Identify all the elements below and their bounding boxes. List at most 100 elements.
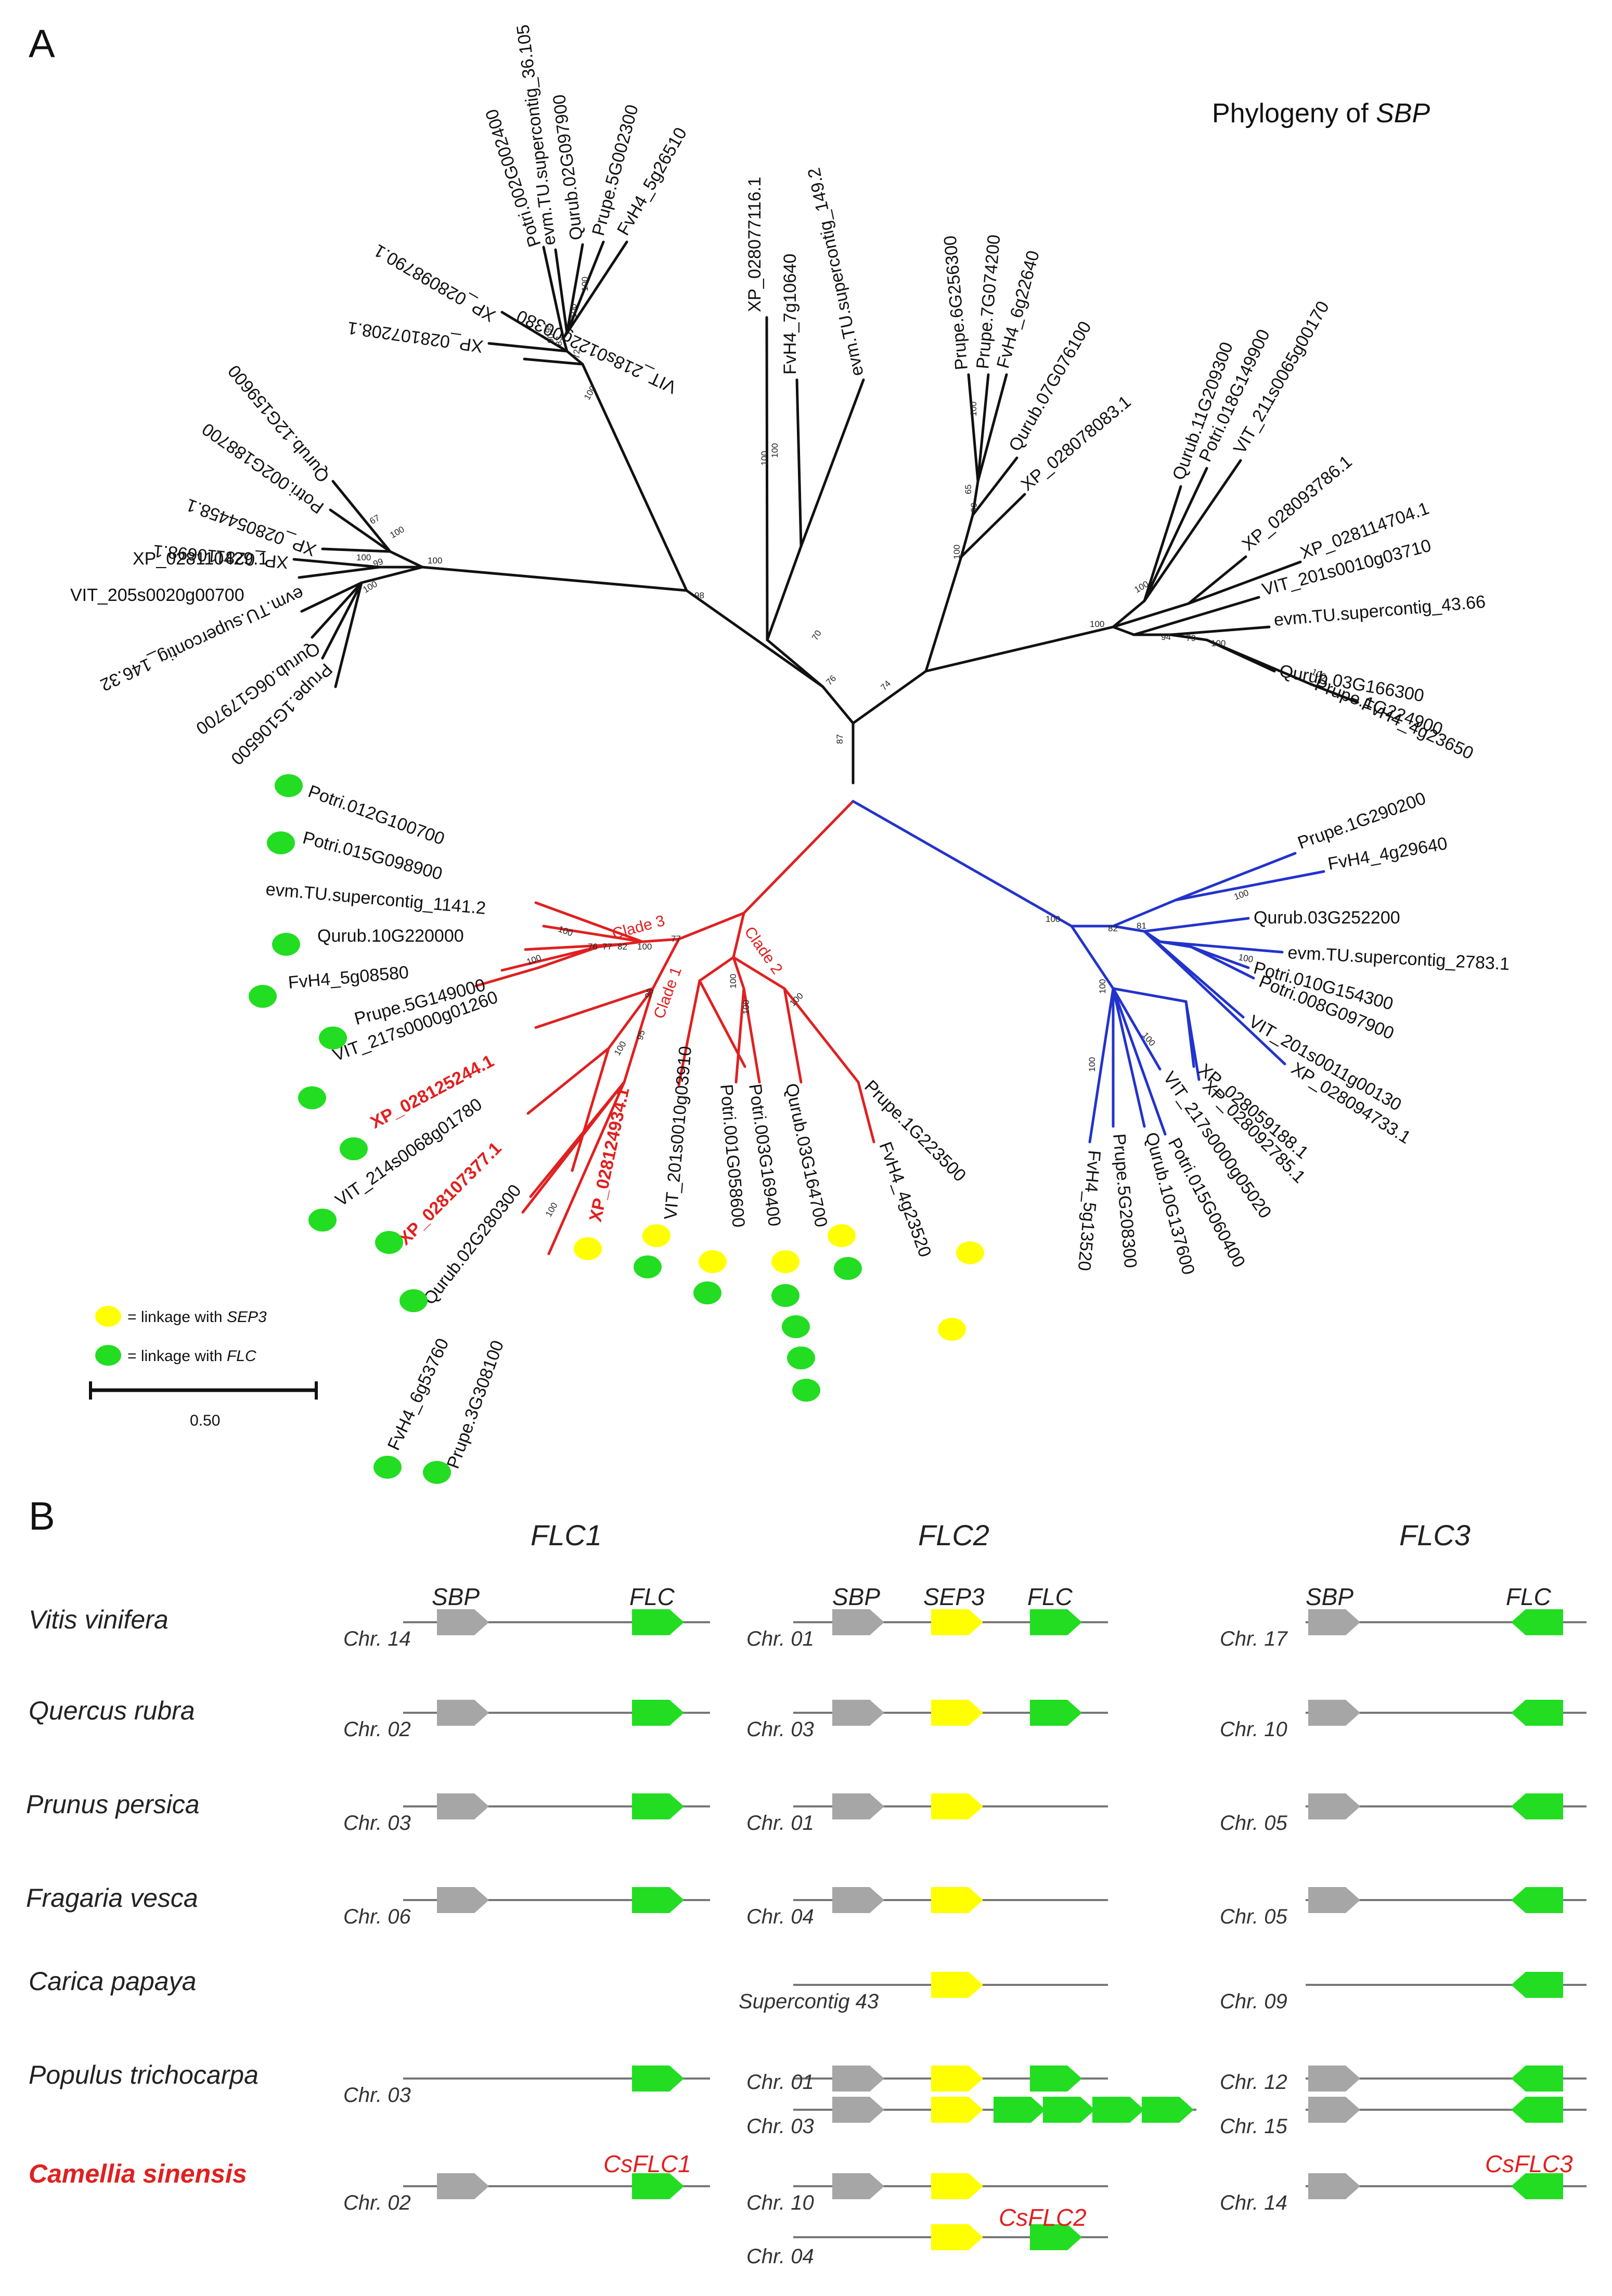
sbp-gene: [1308, 1609, 1360, 1635]
svg-text:100: 100: [1237, 952, 1254, 965]
chromosome-label: Chr. 06: [343, 1905, 411, 1928]
flc-gene: [1030, 2066, 1082, 2092]
svg-text:100: 100: [1140, 1030, 1157, 1048]
sbp-gene: [832, 1887, 884, 1913]
svg-text:99: 99: [969, 503, 979, 512]
svg-text:SBP: SBP: [432, 1583, 480, 1610]
taxon-label: FvH4_5g08580: [287, 963, 409, 993]
svg-text:Populus trichocarpa: Populus trichocarpa: [29, 2060, 259, 2089]
svg-text:81: 81: [1137, 921, 1146, 931]
flc-linkage-dot: [399, 1289, 428, 1312]
flc-gene: [1030, 1700, 1082, 1726]
chromosome-label: Chr. 05: [1220, 1905, 1287, 1928]
svg-text:100: 100: [728, 974, 738, 989]
flc-gene: [1511, 1972, 1563, 1998]
sbp-gene: [832, 2097, 884, 2123]
blue-clade: [852, 800, 1325, 1144]
black-taxa: evm.TU.supercontig_36.105 Qurub.02G09790…: [70, 23, 1486, 768]
sep3-gene: [931, 2097, 983, 2123]
branch-black-ul-top: [581, 363, 688, 592]
taxon-label: FvH4_7g10640: [780, 253, 800, 375]
svg-text:100: 100: [428, 556, 442, 566]
flc-gene: [994, 2097, 1046, 2123]
flc-linkage-dot: [375, 1231, 403, 1254]
chromosome-label: Supercontig 43: [739, 1990, 879, 2013]
sbp-gene: [832, 1700, 884, 1726]
svg-text:82: 82: [617, 942, 627, 952]
svg-text:67: 67: [368, 513, 382, 527]
chromosome-label: Chr. 10: [746, 2191, 814, 2214]
svg-text:94: 94: [1161, 632, 1171, 642]
taxon-label: Qurub.03G252200: [1254, 908, 1400, 928]
svg-text:100: 100: [525, 953, 543, 967]
svg-text:100: 100: [1046, 914, 1060, 924]
clade-2-label: Clade 2: [741, 923, 785, 978]
svg-text:100: 100: [637, 942, 652, 952]
flc-linkage-dot: [634, 1255, 662, 1278]
svg-text:Vitis vinifera: Vitis vinifera: [29, 1605, 169, 1634]
svg-text:65: 65: [963, 484, 973, 494]
linkage-dots: [249, 774, 984, 1484]
chromosome-label: Chr. 03: [343, 2084, 411, 2107]
svg-text:100: 100: [1090, 619, 1104, 629]
chromosome-label: Chr. 01: [746, 1812, 814, 1835]
legend-flc-swatch: [95, 1345, 121, 1366]
taxon-label: VIT_218s0122g00380: [513, 306, 679, 397]
flc-linkage-dot: [319, 1027, 347, 1049]
chromosome-label: Chr. 14: [1220, 2191, 1287, 2214]
flc-linkage-dot: [771, 1284, 799, 1307]
sep3-linkage-dot: [642, 1224, 670, 1247]
flc-gene: [1030, 1609, 1082, 1635]
svg-text:FLC: FLC: [1506, 1583, 1552, 1610]
flc-gene: [1043, 2097, 1095, 2123]
svg-text:FLC: FLC: [629, 1583, 675, 1610]
sbp-gene: [832, 2173, 884, 2199]
sep3-gene: [931, 2224, 983, 2250]
flc-gene: [1511, 1887, 1563, 1913]
flc-gene: [1511, 2173, 1563, 2199]
svg-text:83: 83: [554, 336, 564, 346]
sbp-gene: [1308, 1700, 1360, 1726]
svg-text:Fragaria vesca: Fragaria vesca: [26, 1883, 198, 1913]
svg-text:Carica papaya: Carica papaya: [29, 1967, 196, 1996]
sep3-gene: [931, 2173, 983, 2199]
taxon-label: XP_028107208.1: [346, 318, 485, 356]
svg-text:100: 100: [544, 1201, 560, 1218]
chromosome-label: Chr. 04: [746, 2245, 814, 2268]
branch-black-ul-left: [421, 566, 688, 592]
svg-text:100: 100: [969, 402, 978, 416]
svg-text:90: 90: [546, 334, 556, 343]
flc-linkage-dot: [249, 985, 277, 1008]
flc-linkage-dot: [340, 1137, 368, 1160]
column-header-flc3: FLC3: [1399, 1519, 1471, 1551]
taxon-label: Potri.003G169400: [745, 1083, 784, 1228]
flc-linkage-dot: [308, 1209, 337, 1232]
svg-text:72: 72: [572, 349, 582, 359]
svg-text:95: 95: [544, 323, 553, 333]
clade-labels: Clade 3 Clade 1 Clade 2: [610, 912, 785, 1021]
svg-text:100: 100: [952, 545, 962, 559]
camellia-gene-labels: CsFLC1 CsFLC2 CsFLC3: [603, 2150, 1573, 2231]
chromosome-label: Chr. 03: [343, 1812, 411, 1835]
flc-linkage-dot: [373, 1456, 402, 1479]
taxon-label-highlight: XP_028125244.1: [367, 1051, 497, 1133]
svg-text:100: 100: [788, 991, 805, 1008]
sbp-gene: [1308, 2173, 1360, 2199]
flc-linkage-dot: [693, 1281, 721, 1304]
flc-gene: [632, 1793, 684, 1819]
flc-linkage-dot: [792, 1379, 820, 1402]
svg-text:SEP3: SEP3: [923, 1583, 985, 1610]
svg-text:95: 95: [635, 1029, 647, 1041]
svg-text:76: 76: [588, 942, 598, 952]
panel-a-label: A: [29, 22, 55, 66]
branch-root-blue: [852, 800, 1073, 928]
svg-text:FLC: FLC: [1027, 1583, 1073, 1610]
flc-gene: [1142, 2097, 1194, 2123]
sbp-gene: [832, 1793, 884, 1819]
legend-sep3-label: = linkage with SEP3: [127, 1309, 267, 1326]
gene-name-labels: SBP FLC SBP SEP3 FLC SBP FLC: [432, 1583, 1552, 1610]
svg-text:98: 98: [694, 591, 704, 600]
taxon-label: FvH4_6g53760: [384, 1336, 453, 1454]
svg-text:100: 100: [741, 1000, 751, 1015]
